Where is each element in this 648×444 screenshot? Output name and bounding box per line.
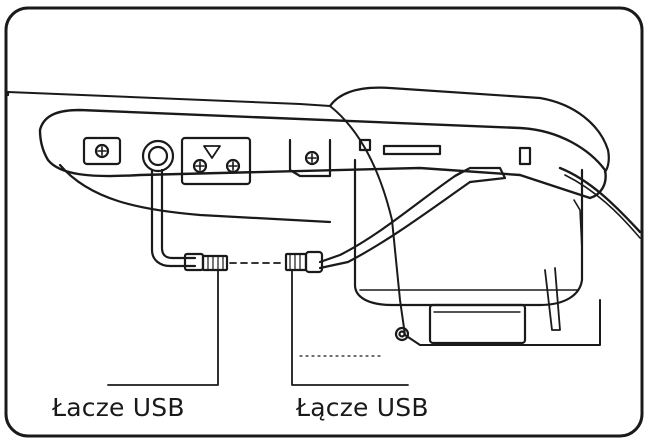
external-cable (558, 166, 642, 234)
screw-icon (192, 158, 208, 174)
screw-icon (225, 158, 241, 174)
base-hole (394, 326, 410, 342)
housing-clip (382, 144, 442, 156)
armrest-housing (38, 108, 607, 200)
base-body (7, 91, 601, 346)
internal-cable-right (318, 170, 464, 264)
outer-frame (4, 6, 644, 438)
internal-cable-left-edge (160, 168, 197, 260)
callout-leader-left (107, 269, 219, 386)
usb-connector-label-right: Łącze USB (296, 393, 429, 422)
box-foot (428, 303, 527, 345)
external-cable-edge (564, 174, 641, 239)
base-hole-inner (398, 330, 406, 338)
cable-clip (453, 166, 507, 184)
internal-cable-right-edge (318, 180, 472, 270)
usb-connector-label-left: Łacze USB (52, 393, 185, 422)
housing-clip (518, 146, 532, 166)
screw-icon (304, 150, 320, 166)
armrest-top-cover (328, 86, 610, 174)
left-screw-boss (82, 136, 122, 166)
usb-connector-right (284, 250, 324, 274)
armrest-underside (58, 163, 332, 224)
center-mount-plate (180, 136, 252, 186)
warning-triangle-icon (203, 145, 221, 159)
usb-connector-left (183, 252, 229, 272)
screw-icon (94, 143, 110, 159)
right-screw-bracket (288, 138, 332, 178)
housing-clip (358, 138, 372, 152)
callout-leader-right (291, 269, 409, 386)
cable-grommet-icon (141, 139, 175, 173)
internal-cable-left (150, 168, 197, 268)
